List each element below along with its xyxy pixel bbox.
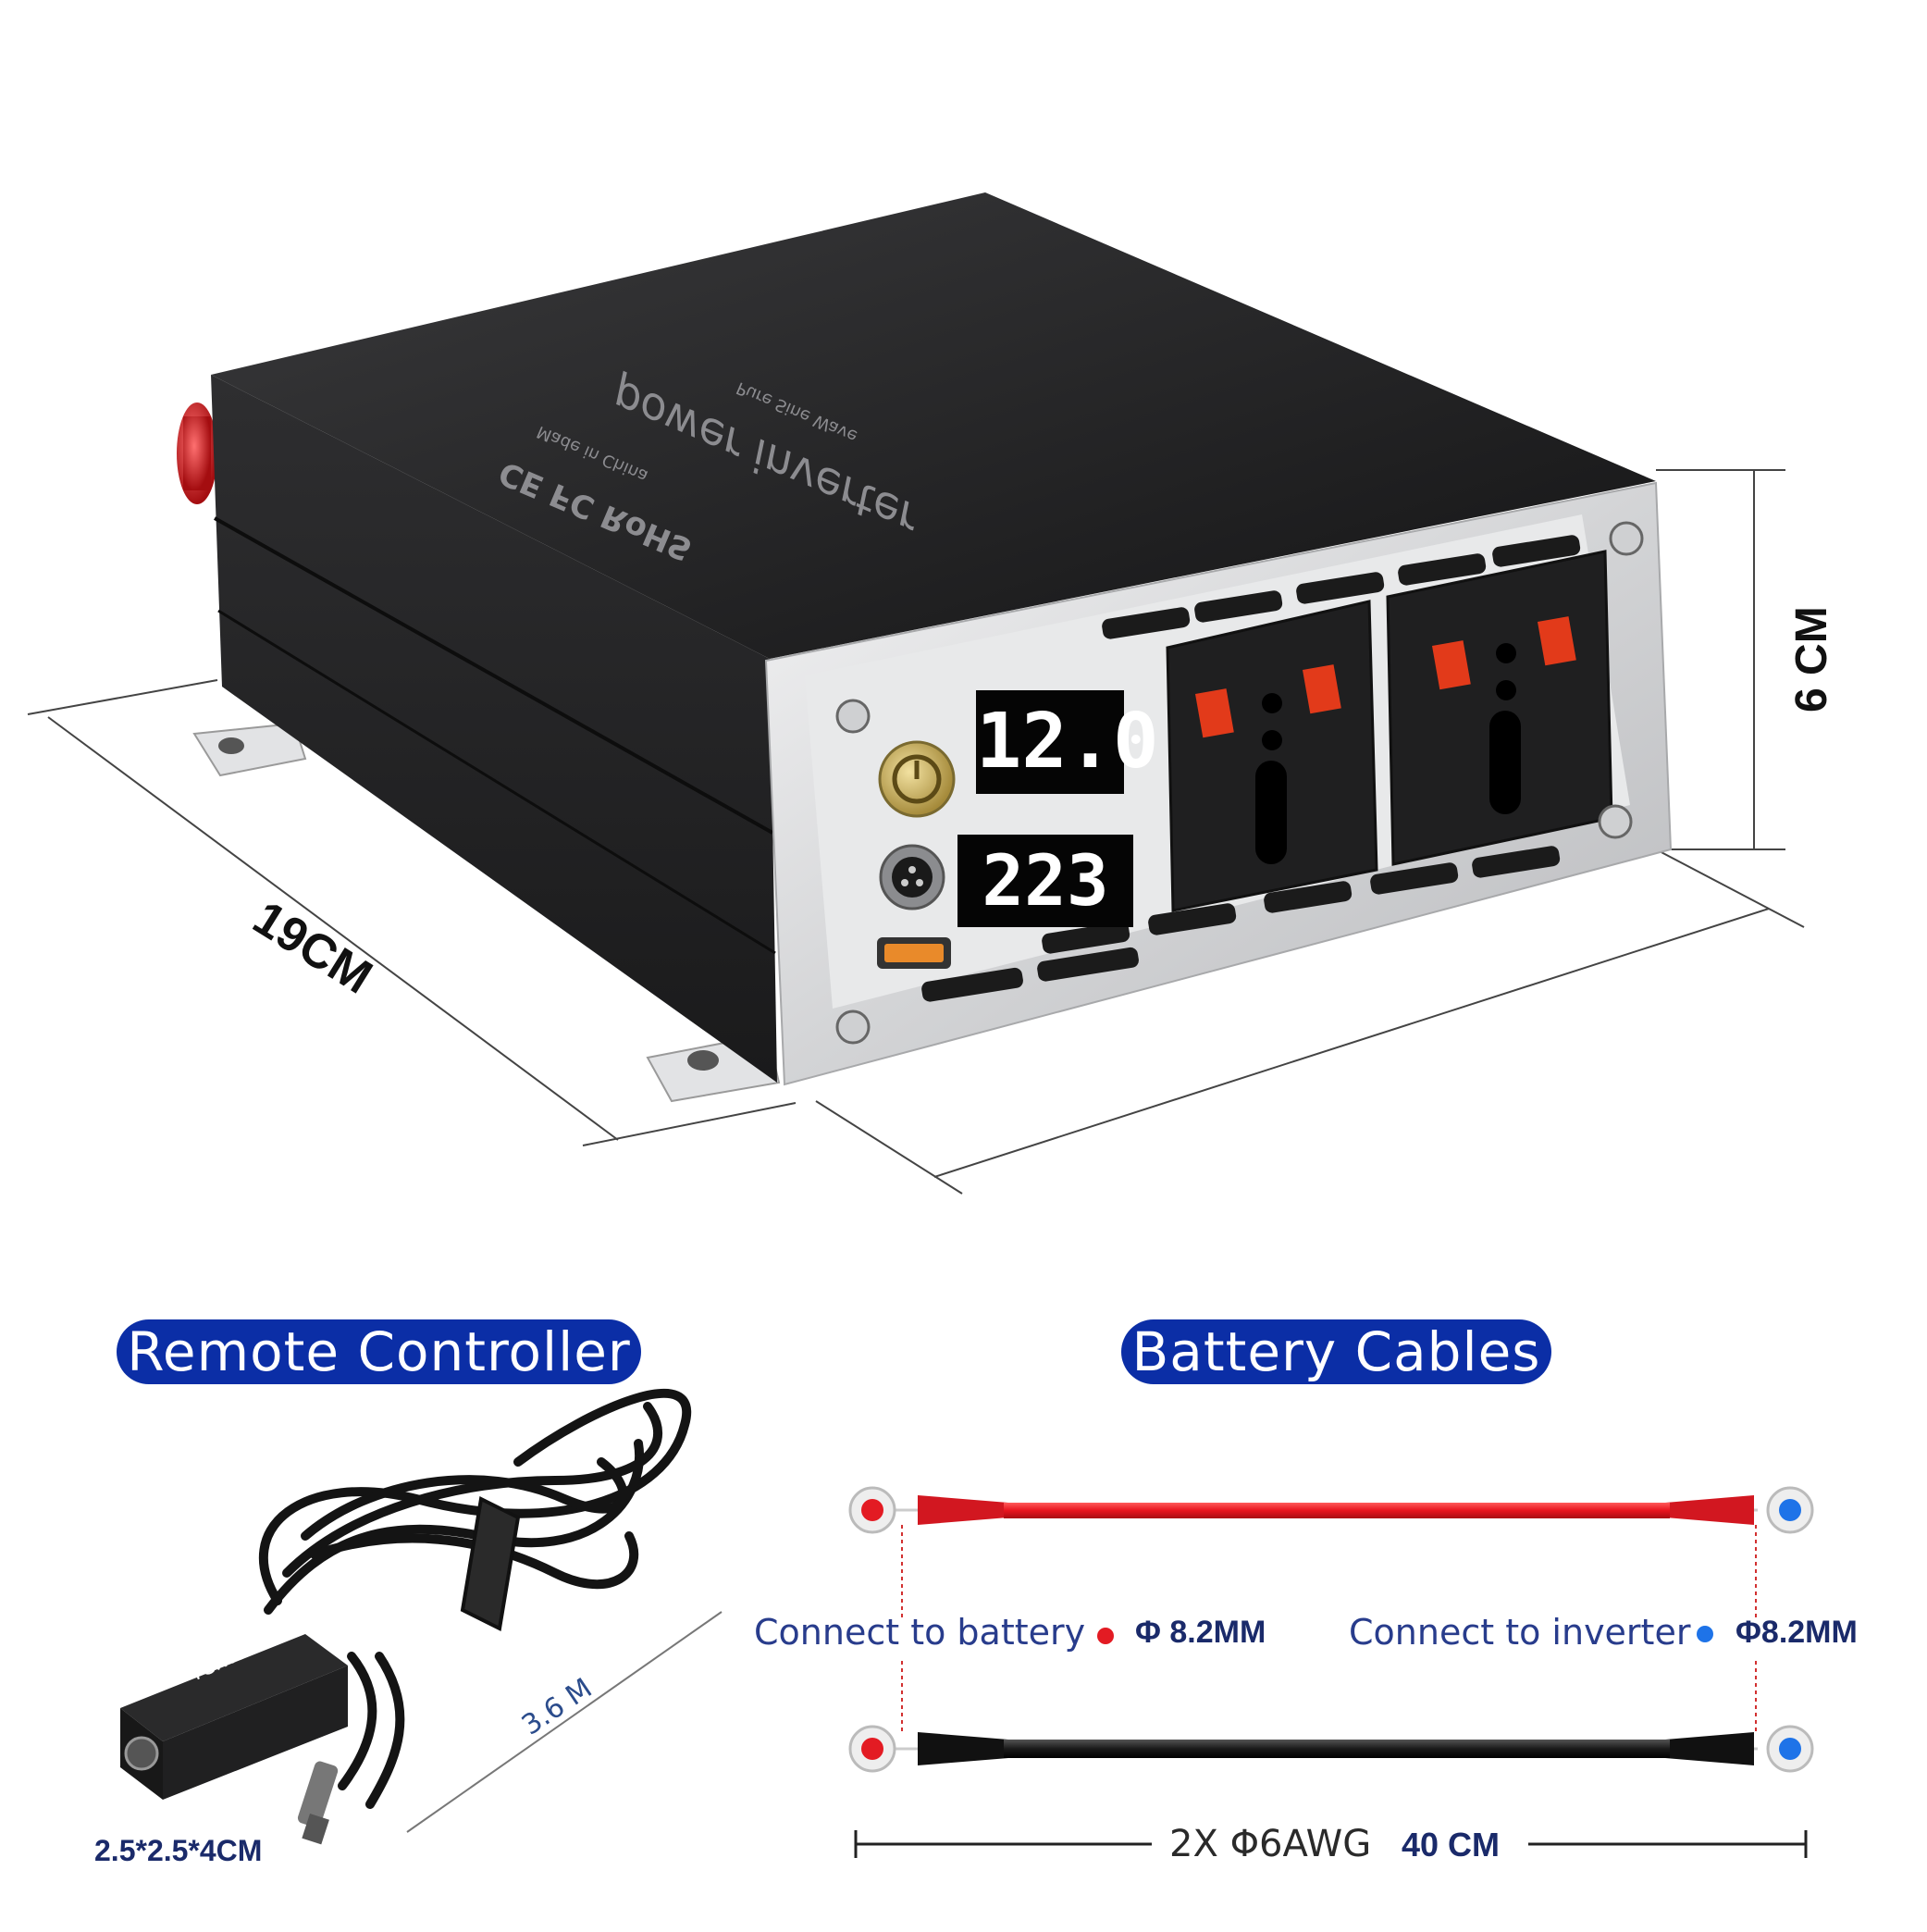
height-dimension-label: 6 CM bbox=[1787, 606, 1836, 712]
battery-cables-title: Battery Cables bbox=[1121, 1319, 1551, 1384]
battery-spec-label: Φ 8.2MM bbox=[1135, 1615, 1266, 1650]
cable-gauge-label: 2X Φ6AWG bbox=[1169, 1823, 1372, 1865]
connect-inverter-label: Connect to inverter bbox=[1349, 1612, 1691, 1653]
voltage-display: 12.0 bbox=[976, 690, 1158, 794]
usb-port-icon bbox=[877, 937, 951, 969]
inverter-body: power inverter Pure Sine Wave Made in Ch… bbox=[177, 192, 1673, 1103]
blue-dot-icon bbox=[1697, 1626, 1713, 1642]
dimension-lines bbox=[27, 469, 1805, 1195]
connect-battery-label: Connect to battery bbox=[754, 1612, 1086, 1653]
remote-cable-length: 3.6 M bbox=[516, 1672, 598, 1742]
remote-controller-image: remote bbox=[120, 1388, 723, 1845]
callout-lines bbox=[901, 1525, 1757, 1732]
ac-output-display: 223 bbox=[957, 835, 1133, 927]
remote-port-icon bbox=[879, 844, 945, 910]
ac-socket-left bbox=[1166, 600, 1378, 912]
frame-screws bbox=[835, 521, 1644, 1045]
ac-socket-right bbox=[1386, 550, 1613, 866]
vent-slots bbox=[921, 535, 1581, 1002]
remote-size-label: 2.5*2.5*4CM bbox=[94, 1834, 263, 1867]
battery-cable-red bbox=[848, 1486, 1814, 1534]
depth-dimension-label: 19CM bbox=[244, 891, 381, 1005]
cable-length-label: 40 CM bbox=[1402, 1826, 1501, 1864]
red-dot-icon bbox=[1097, 1628, 1114, 1644]
power-button-icon bbox=[878, 740, 956, 818]
inverter-spec-label: Φ8.2MM bbox=[1736, 1615, 1858, 1650]
battery-cable-black bbox=[848, 1725, 1814, 1773]
remote-controller-title: Remote Controller bbox=[117, 1319, 641, 1384]
